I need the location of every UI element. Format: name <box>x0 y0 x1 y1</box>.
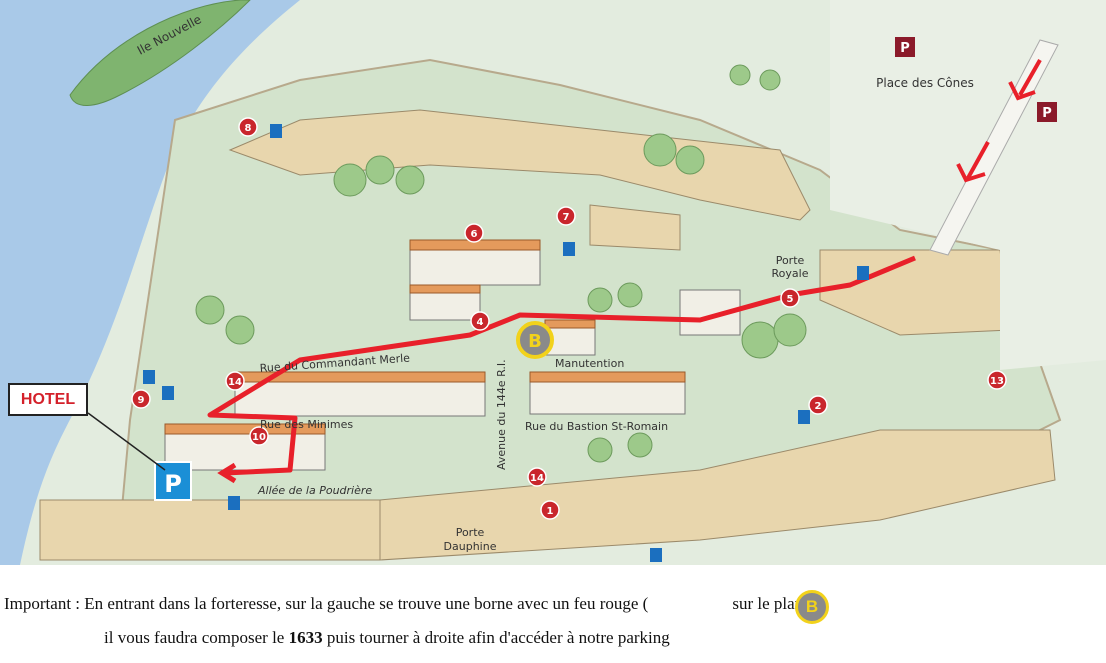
arrow-1-head <box>1008 81 1036 101</box>
arrow-2 <box>966 141 990 179</box>
info-icon <box>798 410 810 424</box>
building-4 <box>409 289 481 321</box>
svg-text:13: 13 <box>990 376 1004 387</box>
info-icon <box>563 242 575 256</box>
caption-line-1-end: sur le plan), <box>732 594 814 613</box>
poi-marker-4: 4 <box>470 311 490 331</box>
arrow-1 <box>1018 59 1042 96</box>
info-icon <box>857 266 869 280</box>
info-icon <box>143 370 155 384</box>
caption-line-2: il vous faudra composer le 1633 puis tou… <box>104 628 670 648</box>
ruins <box>589 204 681 251</box>
b-marker-letter: B <box>528 331 542 352</box>
poi-marker-1: 1 <box>540 500 560 520</box>
rampart-south <box>379 429 1056 561</box>
label-rue-des-minimes: Rue des Minimes <box>260 418 353 431</box>
rampart-southwest <box>39 499 381 561</box>
roof-bastion <box>529 371 686 383</box>
parking-marker-1 <box>895 37 915 57</box>
poi-marker-2: 2 <box>808 395 828 415</box>
label-porte-dauphine-l1: Porte <box>456 526 485 539</box>
parking-letter-2: P <box>1042 106 1052 121</box>
svg-text:5: 5 <box>787 294 794 305</box>
svg-text:14: 14 <box>530 473 544 484</box>
label-rue-bastion: Rue du Bastion St-Romain <box>525 420 668 433</box>
b-badge-icon: B <box>795 590 829 624</box>
info-icon <box>650 548 662 562</box>
building-commandant-merle <box>234 377 486 417</box>
route-arrowhead <box>217 462 237 484</box>
poi-marker-9: 9 <box>131 389 151 409</box>
parking-letter-1: P <box>900 41 910 56</box>
svg-text:6: 6 <box>471 229 478 240</box>
label-place-des-cones: Place des Cônes <box>876 76 974 90</box>
info-icon <box>162 386 174 400</box>
roof-manutention <box>544 319 596 329</box>
label-avenue: Avenue du 144e R.I. <box>495 359 508 470</box>
hotel-pointer-line <box>87 412 166 471</box>
hotel-parking-letter: P <box>164 470 182 498</box>
svg-text:1: 1 <box>547 506 554 517</box>
roof-minimes <box>164 423 326 435</box>
poi-marker-14b: 14 <box>527 467 547 487</box>
svg-text:9: 9 <box>138 395 145 406</box>
caption-line-1: Important : En entrant dans la forteress… <box>4 594 813 614</box>
ile-nouvelle-island <box>69 0 251 106</box>
parking-marker-2 <box>1037 102 1057 122</box>
door-code: 1633 <box>288 628 323 647</box>
b-marker-on-map <box>516 321 554 359</box>
svg-text:2: 2 <box>815 401 822 412</box>
poi-marker-6: 6 <box>464 223 484 243</box>
caption-line-1-text: Important : En entrant dans la forteress… <box>4 594 649 613</box>
poi-marker-13: 13 <box>987 370 1007 390</box>
label-porte-dauphine-l2: Dauphine <box>444 540 497 553</box>
hotel-parking-marker <box>154 461 192 501</box>
info-icon <box>270 124 282 138</box>
label-allee-poudriere: Allée de la Poudrière <box>257 484 372 497</box>
svg-text:4: 4 <box>477 317 484 328</box>
label-porte-royale-l2: Royale <box>772 267 809 280</box>
caption-line-2-end: puis tourner à droite afin d'accéder à n… <box>322 628 670 647</box>
svg-text:7: 7 <box>563 212 570 223</box>
roof-4 <box>409 284 481 294</box>
svg-text:10: 10 <box>252 432 266 443</box>
arrow-2-head <box>956 163 986 183</box>
poi-marker-5: 5 <box>780 288 800 308</box>
hotel-label: HOTEL <box>8 383 88 416</box>
building-bastion <box>529 377 686 415</box>
label-manutention: Manutention <box>555 357 624 370</box>
red-route <box>207 255 916 476</box>
svg-text:14: 14 <box>228 377 242 388</box>
poi-marker-14a: 14 <box>225 371 245 391</box>
label-porte-royale-l1: Porte <box>776 254 805 267</box>
poi-marker-7: 7 <box>556 206 576 226</box>
info-icon <box>228 496 240 510</box>
fortress-map: P P P 8 6 7 4 5 14 9 10 2 13 14 1 B Ile … <box>0 0 1106 565</box>
building-central <box>409 244 541 286</box>
river <box>0 0 300 565</box>
caption-line-2-start: il vous faudra composer le <box>104 628 289 647</box>
svg-text:8: 8 <box>245 123 252 134</box>
poi-marker-10: 10 <box>249 426 269 446</box>
poi-marker-8: 8 <box>238 117 258 137</box>
